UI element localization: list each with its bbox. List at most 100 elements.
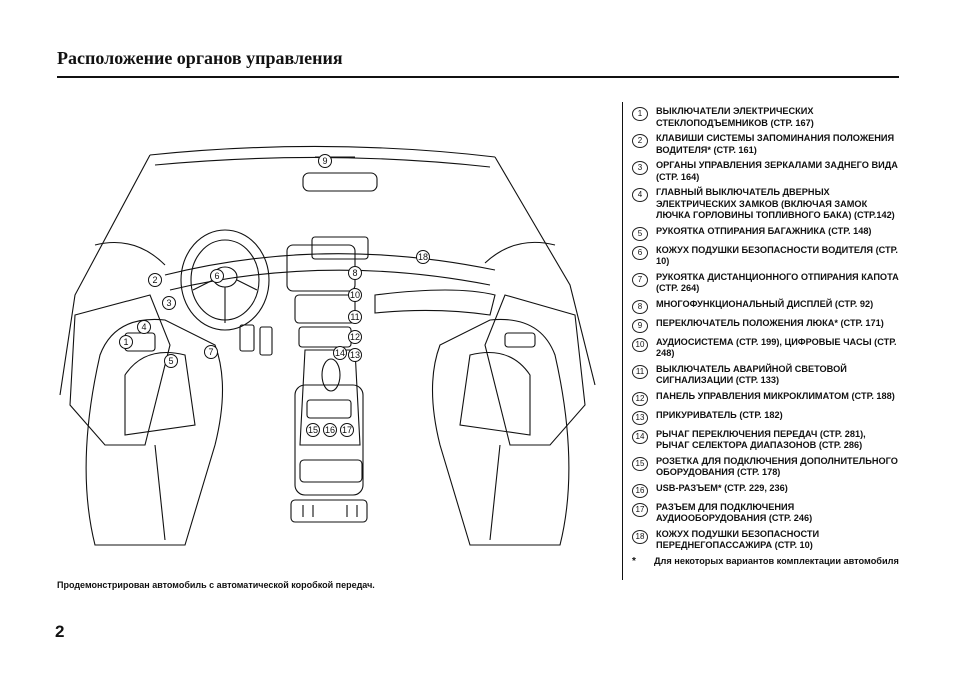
callout-3: 3 [162,296,176,310]
legend-text: РУКОЯТКА ДИСТАНЦИОННОГО ОТПИРАНИЯ КАПОТА… [656,271,899,294]
svg-text:9: 9 [322,156,327,166]
footnote-mark: * [632,555,636,567]
footnote-text: Для некоторых вариантов комплектации авт… [654,555,899,566]
legend-list: 1 ВЫКЛЮЧАТЕЛИ ЭЛЕКТРИЧЕСКИХ СТЕКЛОПОДЪЕМН… [632,106,900,571]
legend-item: 9 ПЕРЕКЛЮЧАТЕЛЬ ПОЛОЖЕНИЯ ЛЮКА* (СТР. 171… [632,318,900,333]
callout-1: 1 [119,335,133,349]
legend-item: 8 МНОГОФУНКЦИОНАЛЬНЫЙ ДИСПЛЕЙ (СТР. 92) [632,299,900,314]
footnote: * Для некоторых вариантов комплектации ав… [632,556,900,568]
legend-number: 15 [632,456,648,471]
legend-number: 8 [632,299,648,314]
callout-17: 17 [340,423,354,437]
illustration-caption: Продемонстрирован автомобиль с автоматич… [57,580,375,590]
legend-item: 2 КЛАВИШИ СИСТЕМЫ ЗАПОМИНАНИЯ ПОЛОЖЕНИЯ В… [632,133,900,156]
callout-11: 11 [348,310,362,324]
legend-text: ВЫКЛЮЧАТЕЛЬ АВАРИЙНОЙ СВЕТОВОЙ СИГНАЛИЗА… [656,363,847,386]
legend-number: 14 [632,429,648,444]
page-title: Расположение органов управления [57,48,343,68]
legend-item: 3 ОРГАНЫ УПРАВЛЕНИЯ ЗЕРКАЛАМИ ЗАДНЕГО ВИД… [632,160,900,183]
legend-text: РУКОЯТКА ОТПИРАНИЯ БАГАЖНИКА (СТР. 148) [656,225,872,236]
callout-15: 15 [306,423,320,437]
legend-number: 13 [632,410,648,425]
legend-item: 5 РУКОЯТКА ОТПИРАНИЯ БАГАЖНИКА (СТР. 148) [632,226,900,241]
legend-text: РЫЧАГ ПЕРЕКЛЮЧЕНИЯ ПЕРЕДАЧ (СТР. 281), Р… [656,428,866,451]
legend-item: 11 ВЫКЛЮЧАТЕЛЬ АВАРИЙНОЙ СВЕТОВОЙ СИГНАЛИ… [632,364,900,387]
legend-text: ПРИКУРИВАТЕЛЬ (СТР. 182) [656,409,783,420]
legend-item: 17 РАЗЪЕМ ДЛЯ ПОДКЛЮЧЕНИЯ АУДИООБОРУДОВАН… [632,502,900,525]
legend-text: ОРГАНЫ УПРАВЛЕНИЯ ЗЕРКАЛАМИ ЗАДНЕГО ВИДА… [656,160,898,182]
legend-text: ВЫКЛЮЧАТЕЛИ ЭЛЕКТРИЧЕСКИХ СТЕКЛОПОДЪЕМНИ… [656,106,814,128]
callout-5: 5 [164,354,178,368]
callout-12: 12 [348,330,362,344]
svg-text:15: 15 [308,425,318,435]
callout-16: 16 [323,423,337,437]
svg-text:5: 5 [168,356,173,366]
svg-text:16: 16 [325,425,335,435]
legend-item: 6 КОЖУХ ПОДУШКИ БЕЗОПАСНОСТИ ВОДИТЕЛЯ (СТ… [632,245,900,268]
legend-text: ГЛАВНЫЙ ВЫКЛЮЧАТЕЛЬ ДВЕРНЫХ ЭЛЕКТРИЧЕСКИ… [656,187,895,220]
legend-text: КЛАВИШИ СИСТЕМЫ ЗАПОМИНАНИЯ ПОЛОЖЕНИЯ ВО… [656,133,895,155]
svg-text:2: 2 [152,275,157,285]
svg-text:18: 18 [418,252,428,262]
callout-10: 10 [348,288,362,302]
legend-number: 2 [632,134,648,148]
legend-number: 12 [632,391,648,406]
legend-number: 17 [632,502,648,517]
legend-item: 16 USB-РАЗЪЕМ* (СТР. 229, 236) [632,483,900,498]
svg-text:12: 12 [350,332,360,342]
legend-item: 4 ГЛАВНЫЙ ВЫКЛЮЧАТЕЛЬ ДВЕРНЫХ ЭЛЕКТРИЧЕСК… [632,187,900,222]
callout-13: 13 [348,348,362,362]
page-number: 2 [55,622,65,641]
legend-number: 1 [632,107,648,121]
svg-text:10: 10 [350,290,360,300]
legend-number: 5 [632,226,648,241]
car-interior-illustration: 9 18 6 2 3 4 1 5 7 8 10 11 12 13 14 15 1… [55,145,600,565]
callout-4: 4 [137,320,151,334]
legend-number: 10 [632,337,648,352]
callout-9: 9 [318,154,332,168]
legend-item: 12 ПАНЕЛЬ УПРАВЛЕНИЯ МИКРОКЛИМАТОМ (СТР. … [632,391,900,406]
legend-text: КОЖУХ ПОДУШКИ БЕЗОПАСНОСТИ ВОДИТЕЛЯ (СТР… [656,244,898,267]
svg-text:3: 3 [166,298,171,308]
svg-text:6: 6 [214,271,219,281]
legend-text: АУДИОСИСТЕМА (СТР. 199), ЦИФРОВЫЕ ЧАСЫ (… [656,336,897,359]
legend-number: 18 [632,529,648,544]
legend-item: 15 РОЗЕТКА ДЛЯ ПОДКЛЮЧЕНИЯ ДОПОЛНИТЕЛЬНОГ… [632,456,900,479]
svg-text:8: 8 [352,268,357,278]
svg-text:17: 17 [342,425,352,435]
callout-7: 7 [204,345,218,359]
callout-2: 2 [148,273,162,287]
legend-item: 10 АУДИОСИСТЕМА (СТР. 199), ЦИФРОВЫЕ ЧАСЫ… [632,337,900,360]
legend-item: 7 РУКОЯТКА ДИСТАНЦИОННОГО ОТПИРАНИЯ КАПОТ… [632,272,900,295]
legend-number: 11 [632,364,648,379]
legend-item: 14 РЫЧАГ ПЕРЕКЛЮЧЕНИЯ ПЕРЕДАЧ (СТР. 281),… [632,429,900,452]
svg-text:4: 4 [141,322,146,332]
callout-6: 6 [210,269,224,283]
legend-item: 1 ВЫКЛЮЧАТЕЛИ ЭЛЕКТРИЧЕСКИХ СТЕКЛОПОДЪЕМН… [632,106,900,129]
legend-text: ПЕРЕКЛЮЧАТЕЛЬ ПОЛОЖЕНИЯ ЛЮКА* (СТР. 171) [656,317,884,328]
svg-text:7: 7 [208,347,213,357]
legend-number: 9 [632,318,648,333]
legend-item: 18 КОЖУХ ПОДУШКИ БЕЗОПАСНОСТИ ПЕРЕДНЕГОПА… [632,529,900,552]
svg-text:1: 1 [123,337,128,347]
legend-item: 13 ПРИКУРИВАТЕЛЬ (СТР. 182) [632,410,900,425]
callout-14: 14 [333,346,347,360]
legend-number: 3 [632,161,648,175]
legend-number: 16 [632,483,648,498]
legend-text: РОЗЕТКА ДЛЯ ПОДКЛЮЧЕНИЯ ДОПОЛНИТЕЛЬНОГО … [656,455,898,478]
callout-18: 18 [416,250,430,264]
svg-text:14: 14 [335,348,345,358]
svg-text:11: 11 [350,312,359,322]
legend-text: USB-РАЗЪЕМ* (СТР. 229, 236) [656,482,788,493]
legend-text: КОЖУХ ПОДУШКИ БЕЗОПАСНОСТИ ПЕРЕДНЕГОПАСС… [656,528,820,551]
title-rule [57,76,899,78]
legend-number: 7 [632,272,648,287]
legend-divider [622,102,623,580]
legend-text: РАЗЪЕМ ДЛЯ ПОДКЛЮЧЕНИЯ АУДИООБОРУДОВАНИЯ… [656,501,813,524]
legend-text: ПАНЕЛЬ УПРАВЛЕНИЯ МИКРОКЛИМАТОМ (СТР. 18… [656,390,895,401]
callout-8: 8 [348,266,362,280]
legend-number: 6 [632,245,648,260]
legend-number: 4 [632,188,648,202]
legend-text: МНОГОФУНКЦИОНАЛЬНЫЙ ДИСПЛЕЙ (СТР. 92) [656,298,874,309]
svg-text:13: 13 [350,350,360,360]
